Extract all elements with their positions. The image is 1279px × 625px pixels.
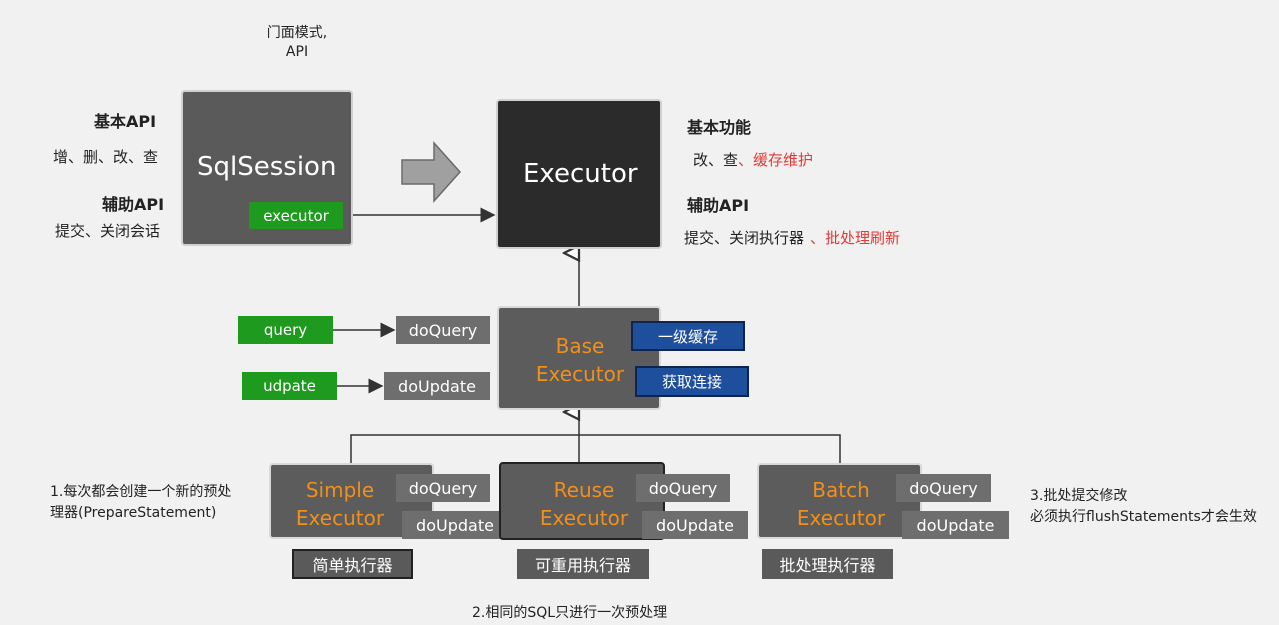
simple-do-query-tag: doQuery: [396, 474, 490, 502]
query-tag: query: [238, 316, 333, 344]
do-query-tag: doQuery: [396, 316, 490, 344]
batch-note: 3.批处提交修改 必须执行flushStatements才会生效: [1030, 486, 1257, 528]
executor-title: Executor: [523, 159, 638, 189]
base-executor-line1: Base: [555, 334, 605, 358]
cache-maintain-text: 、缓存维护: [738, 151, 814, 169]
facade-line1: 门面模式,: [266, 25, 328, 41]
batch-note-line2: 必须执行flushStatements才会生效: [1030, 509, 1257, 525]
aux-api-heading-right: 辅助API: [687, 196, 750, 215]
update-query-text: 改、查: [693, 151, 739, 169]
executor-tag: executor: [249, 202, 343, 229]
simple-note: 1.每次都会创建一个新的预处 理器(PrepareStatement): [50, 482, 231, 524]
reuse-note: 2.相同的SQL只进行一次预处理: [472, 605, 668, 621]
batch-executor-title: Batch Executor: [773, 476, 909, 532]
sqlsession-title: SqlSession: [197, 152, 337, 182]
base-executor-line2: Executor: [535, 362, 625, 386]
batch-executor-line2: Executor: [796, 506, 886, 530]
batch-executor-label: 批处理执行器: [762, 549, 893, 579]
batch-note-line1: 3.批处提交修改: [1030, 488, 1128, 504]
simple-executor-line1: Simple: [305, 478, 375, 502]
basic-function-items: 改、查、缓存维护: [693, 149, 813, 170]
reuse-executor-line2: Executor: [539, 506, 629, 530]
update-tag: udpate: [242, 372, 337, 400]
reuse-do-query-tag: doQuery: [636, 474, 730, 502]
aux-api-items: 提交、关闭执行器、批处理刷新: [684, 227, 900, 248]
batch-do-update-tag: doUpdate: [902, 511, 1009, 539]
base-executor-title: Base Executor: [515, 332, 645, 388]
reuse-executor-title: Reuse Executor: [519, 476, 649, 532]
simple-executor-label: 简单执行器: [292, 549, 413, 579]
sub-inherit-bracket: [350, 434, 841, 463]
simple-note-line2: 理器(PrepareStatement): [50, 505, 217, 521]
commit-close-text: 提交、关闭会话: [55, 222, 161, 240]
do-update-tag: doUpdate: [384, 372, 490, 400]
simple-do-update-tag: doUpdate: [402, 511, 508, 539]
batch-flush-text: 、批处理刷新: [810, 229, 901, 247]
executor-box: Executor: [496, 99, 662, 249]
reuse-do-update-tag: doUpdate: [642, 511, 748, 539]
batch-executor-line1: Batch: [812, 478, 870, 502]
simple-note-line1: 1.每次都会创建一个新的预处: [50, 484, 232, 500]
first-level-cache-tag: 一级缓存: [631, 321, 745, 351]
crud-text: 增、删、改、查: [53, 148, 159, 166]
simple-executor-title: Simple Executor: [285, 476, 395, 532]
facade-note: 门面模式, API: [245, 24, 349, 62]
get-connection-tag: 获取连接: [635, 366, 749, 397]
reuse-executor-label: 可重用执行器: [517, 549, 649, 579]
reuse-executor-line1: Reuse: [553, 478, 615, 502]
batch-executor-box: Batch Executor: [757, 463, 922, 539]
aux-api-heading: 辅助API: [102, 195, 165, 214]
delegation-arrow: [401, 141, 462, 203]
facade-line2: API: [285, 44, 309, 60]
simple-executor-line2: Executor: [295, 506, 385, 530]
basic-api-heading: 基本API: [94, 112, 157, 131]
basic-function-heading: 基本功能: [687, 118, 752, 137]
commit-close-exec-text: 提交、关闭执行器: [684, 229, 805, 247]
batch-do-query-tag: doQuery: [896, 474, 991, 502]
